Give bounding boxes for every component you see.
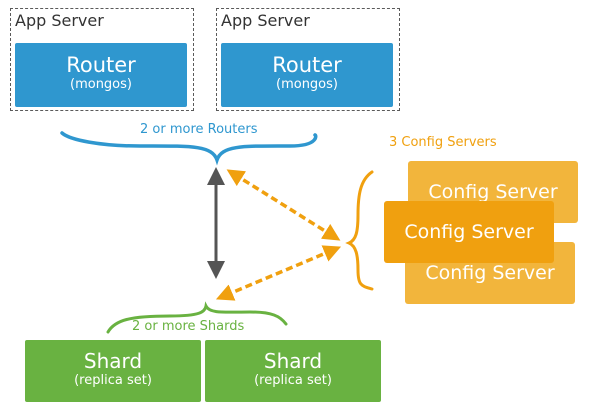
shard-title: Shard <box>83 349 143 373</box>
shard-subtitle: (replica set) <box>74 373 152 388</box>
routers-group-label: 2 or more Routers <box>140 122 258 137</box>
app-server-label: App Server <box>15 11 104 30</box>
router-subtitle: (mongos) <box>70 77 132 92</box>
shard-box-2: Shard (replica set) <box>205 340 381 402</box>
router-title: Router <box>66 53 136 77</box>
router-box-2: Router (mongos) <box>221 43 393 107</box>
router-box-1: Router (mongos) <box>15 43 187 107</box>
config-group-label: 3 Config Servers <box>389 135 497 150</box>
shard-title: Shard <box>263 349 323 373</box>
shards-group-label: 2 or more Shards <box>132 319 245 334</box>
router-subtitle: (mongos) <box>276 77 338 92</box>
shards-brace <box>106 301 288 334</box>
shard-subtitle: (replica set) <box>254 373 332 388</box>
router-title: Router <box>272 53 342 77</box>
config-server-front: Config Server <box>384 201 554 263</box>
app-server-1: App Server Router (mongos) <box>10 8 194 111</box>
config-brace <box>345 170 374 291</box>
app-server-label: App Server <box>221 11 310 30</box>
app-server-2: App Server Router (mongos) <box>216 8 400 111</box>
routers-brace <box>60 131 318 166</box>
shard-config-arrow <box>215 245 342 301</box>
shard-box-1: Shard (replica set) <box>25 340 201 402</box>
router-config-arrow <box>226 169 341 241</box>
